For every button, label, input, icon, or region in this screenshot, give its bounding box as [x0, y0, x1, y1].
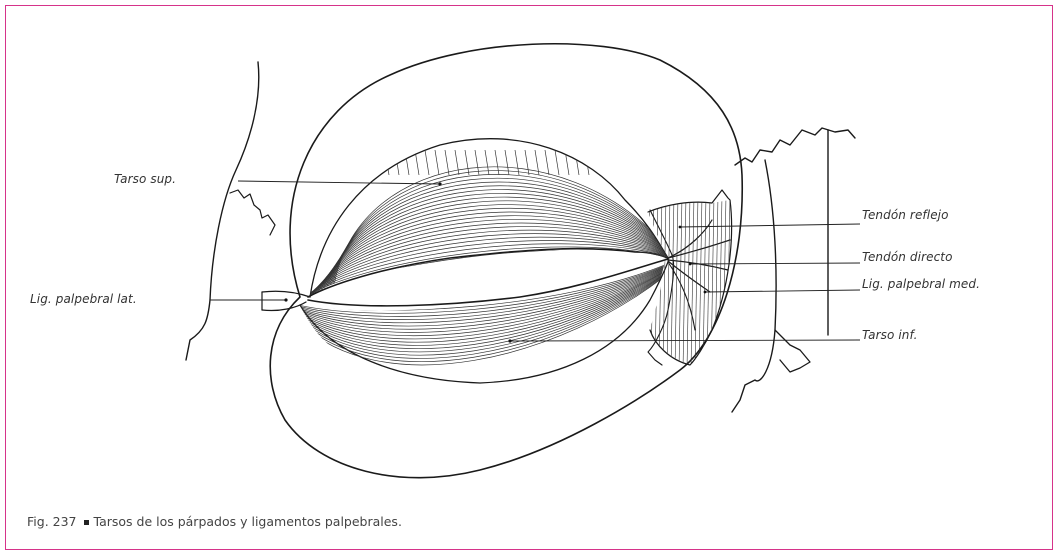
leader-tendon-reflejo	[680, 224, 860, 227]
hatch-stroke	[445, 150, 449, 175]
left-face-contour	[186, 62, 259, 360]
hatch-stroke	[455, 150, 459, 175]
lower-tarsus-outline	[300, 262, 668, 383]
right-face-contour	[735, 128, 855, 165]
dot-lig-med	[704, 291, 707, 294]
hatch-stroke	[691, 195, 694, 370]
figure-caption: Fig. 237 Tarsos de los párpados y ligamen…	[27, 514, 402, 529]
hatch-stroke	[425, 150, 429, 175]
dot-tendon-directo	[689, 263, 692, 266]
hatch-stroke	[575, 150, 579, 175]
right-inner-contour	[732, 160, 776, 412]
hatch-stroke	[355, 150, 359, 175]
caption-text: Tarsos de los párpados y ligamentos palp…	[94, 514, 402, 529]
left-notch	[230, 190, 275, 235]
hatch-stroke	[545, 150, 549, 175]
hatch-stroke	[365, 150, 369, 175]
lateral-ligament-top	[262, 291, 310, 297]
hatch-stroke	[525, 150, 529, 175]
lower-tarsus-hatching	[298, 262, 672, 365]
dot-lig-lat	[284, 298, 287, 301]
figure-number: Fig. 237	[27, 514, 77, 529]
hatch-stroke	[719, 195, 722, 370]
hatch-stroke	[485, 150, 489, 175]
lateral-ligament-bottom	[262, 302, 306, 311]
leader-tarso-inf	[510, 340, 860, 341]
hatch-stroke	[671, 195, 674, 370]
line-art	[186, 44, 855, 478]
upper-lid-margin	[308, 249, 668, 297]
right-lower-contour	[775, 330, 810, 372]
hatch-stroke	[675, 195, 678, 370]
label-tendon-directo: Tendón directo	[862, 250, 953, 264]
hatch-stroke	[635, 150, 639, 175]
hatch-stroke	[625, 150, 629, 175]
hatch-stroke	[605, 150, 609, 175]
hatch-stroke	[683, 195, 686, 370]
label-tarso-inf: Tarso inf.	[862, 328, 918, 342]
hatch-stroke	[715, 195, 718, 370]
hatch-stroke	[405, 150, 409, 175]
hatch-stroke	[465, 150, 469, 175]
caption-bullet-icon	[84, 520, 89, 525]
hatch-stroke	[298, 270, 672, 362]
hatch-stroke	[707, 195, 710, 370]
dot-tendon-reflejo	[679, 226, 682, 229]
hatch-stroke	[615, 150, 619, 175]
medial-hatching	[647, 195, 734, 370]
leader-tendon-directo	[690, 263, 860, 264]
hatch-stroke	[667, 195, 670, 370]
dot-tarso-sup	[438, 182, 441, 185]
hatch-stroke	[435, 150, 439, 175]
hatch-stroke	[687, 195, 690, 370]
hatch-stroke	[298, 264, 672, 323]
hatch-stroke	[505, 150, 509, 175]
hatch-stroke	[645, 150, 649, 175]
hatch-stroke	[375, 150, 379, 175]
hatch-stroke	[335, 167, 673, 283]
hatch-stroke	[699, 195, 702, 370]
hatch-stroke	[495, 150, 499, 175]
label-tarso-sup: Tarso sup.	[114, 172, 176, 186]
hatch-stroke	[585, 150, 589, 175]
hatch-stroke	[555, 150, 559, 175]
leader-tarso-sup	[238, 181, 440, 184]
label-lig-palpebral-med: Lig. palpebral med.	[862, 277, 980, 291]
label-tendon-reflejo: Tendón reflejo	[862, 208, 949, 222]
hatch-stroke	[332, 174, 673, 284]
label-lig-palpebral-lat: Lig. palpebral lat.	[30, 292, 137, 306]
dot-tarso-inf	[508, 339, 511, 342]
hatch-stroke	[663, 195, 666, 370]
